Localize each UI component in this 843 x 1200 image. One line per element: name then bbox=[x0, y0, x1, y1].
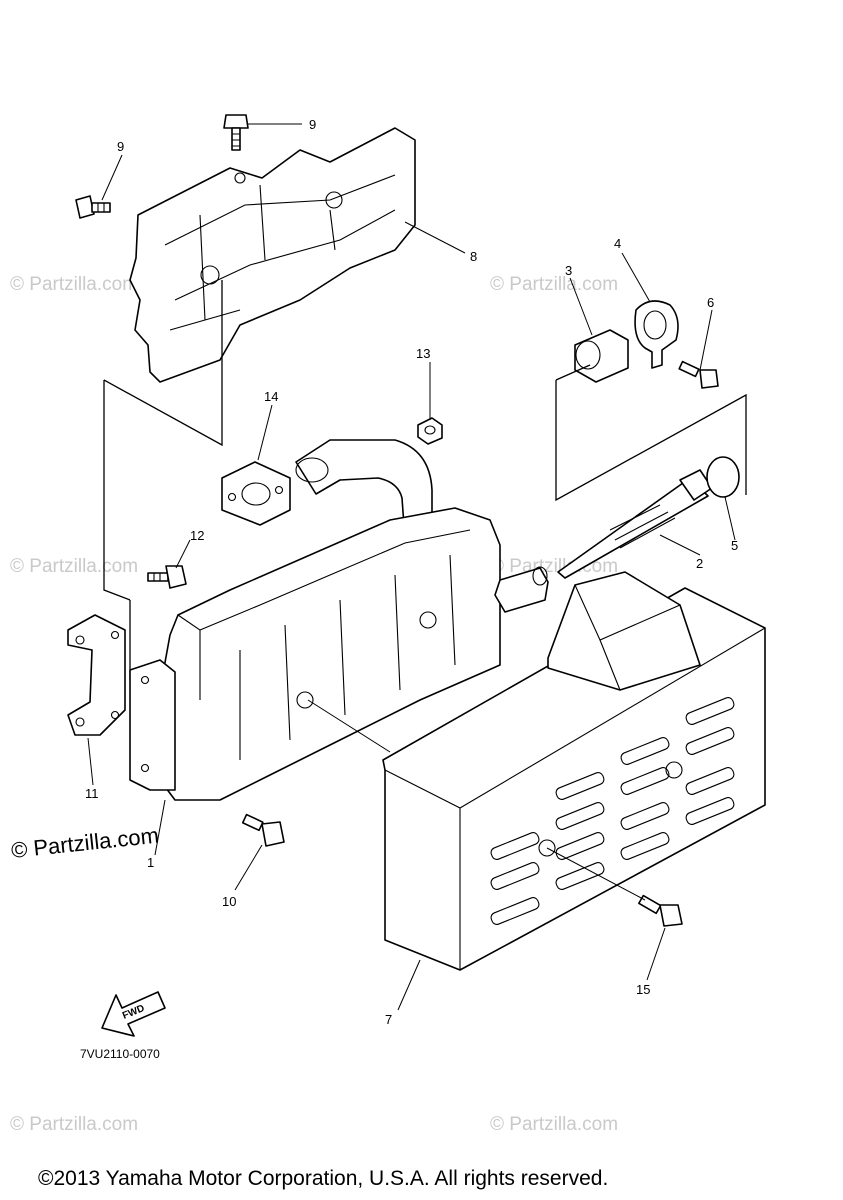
callout-3: 3 bbox=[565, 263, 572, 278]
bolt-15 bbox=[638, 894, 683, 927]
watermark-text: © Partzilla.com bbox=[10, 1114, 138, 1135]
heat-shield-plate-8 bbox=[129, 127, 416, 383]
spark-arrester-2 bbox=[557, 469, 713, 579]
watermark-text: © Partzilla.com bbox=[10, 274, 138, 295]
nut-13 bbox=[417, 417, 443, 445]
clamp-4 bbox=[634, 300, 679, 369]
reference-frame-left bbox=[103, 280, 223, 680]
watermark-text: © Partzilla.com bbox=[10, 556, 138, 577]
callouts: 9 9 8 3 4 6 13 14 12 2 5 11 1 10 7 15 bbox=[85, 117, 738, 1027]
louver-slots bbox=[490, 697, 735, 925]
callout-12: 12 bbox=[190, 528, 204, 543]
gasket-14 bbox=[221, 461, 291, 526]
collar-3 bbox=[574, 329, 629, 383]
bolt-10 bbox=[241, 813, 285, 847]
callout-6: 6 bbox=[707, 295, 714, 310]
watermark-text: © Partzilla.com bbox=[490, 274, 618, 295]
watermark-text: © Partzilla.com bbox=[490, 1114, 618, 1135]
drawing-code: 7VU2110-0070 bbox=[80, 1047, 160, 1061]
callout-13: 13 bbox=[416, 346, 430, 361]
partzilla-watermark: © Partzilla.com bbox=[10, 823, 160, 863]
callout-2: 2 bbox=[696, 556, 703, 571]
callout-15: 15 bbox=[636, 982, 650, 997]
fwd-arrow-icon: FWD bbox=[101, 991, 166, 1037]
callout-8: 8 bbox=[470, 249, 477, 264]
watermark-layer: © Partzilla.com © Partzilla.com © Partzi… bbox=[10, 274, 618, 1135]
reference-frame-right bbox=[555, 364, 747, 502]
callout-4: 4 bbox=[614, 236, 621, 251]
bolt-12 bbox=[147, 565, 187, 589]
callout-5: 5 bbox=[731, 538, 738, 553]
callout-10: 10 bbox=[222, 894, 236, 909]
callout-11: 11 bbox=[85, 786, 99, 801]
bolt-9-left bbox=[75, 195, 111, 219]
callout-9-left: 9 bbox=[117, 139, 124, 154]
copyright-footer: ©2013 Yamaha Motor Corporation, U.S.A. A… bbox=[38, 1167, 608, 1190]
leader-lines bbox=[87, 123, 736, 1011]
callout-1: 1 bbox=[147, 855, 154, 870]
callout-7: 7 bbox=[385, 1012, 392, 1027]
bracket-11 bbox=[67, 614, 126, 736]
callout-9-top: 9 bbox=[309, 117, 316, 132]
cap-5 bbox=[706, 456, 740, 498]
screw-6 bbox=[678, 360, 719, 389]
muffler-flange bbox=[129, 659, 176, 791]
callout-14: 14 bbox=[264, 389, 278, 404]
muffler-cover-7 bbox=[382, 571, 766, 971]
bolt-9-top bbox=[223, 114, 249, 151]
